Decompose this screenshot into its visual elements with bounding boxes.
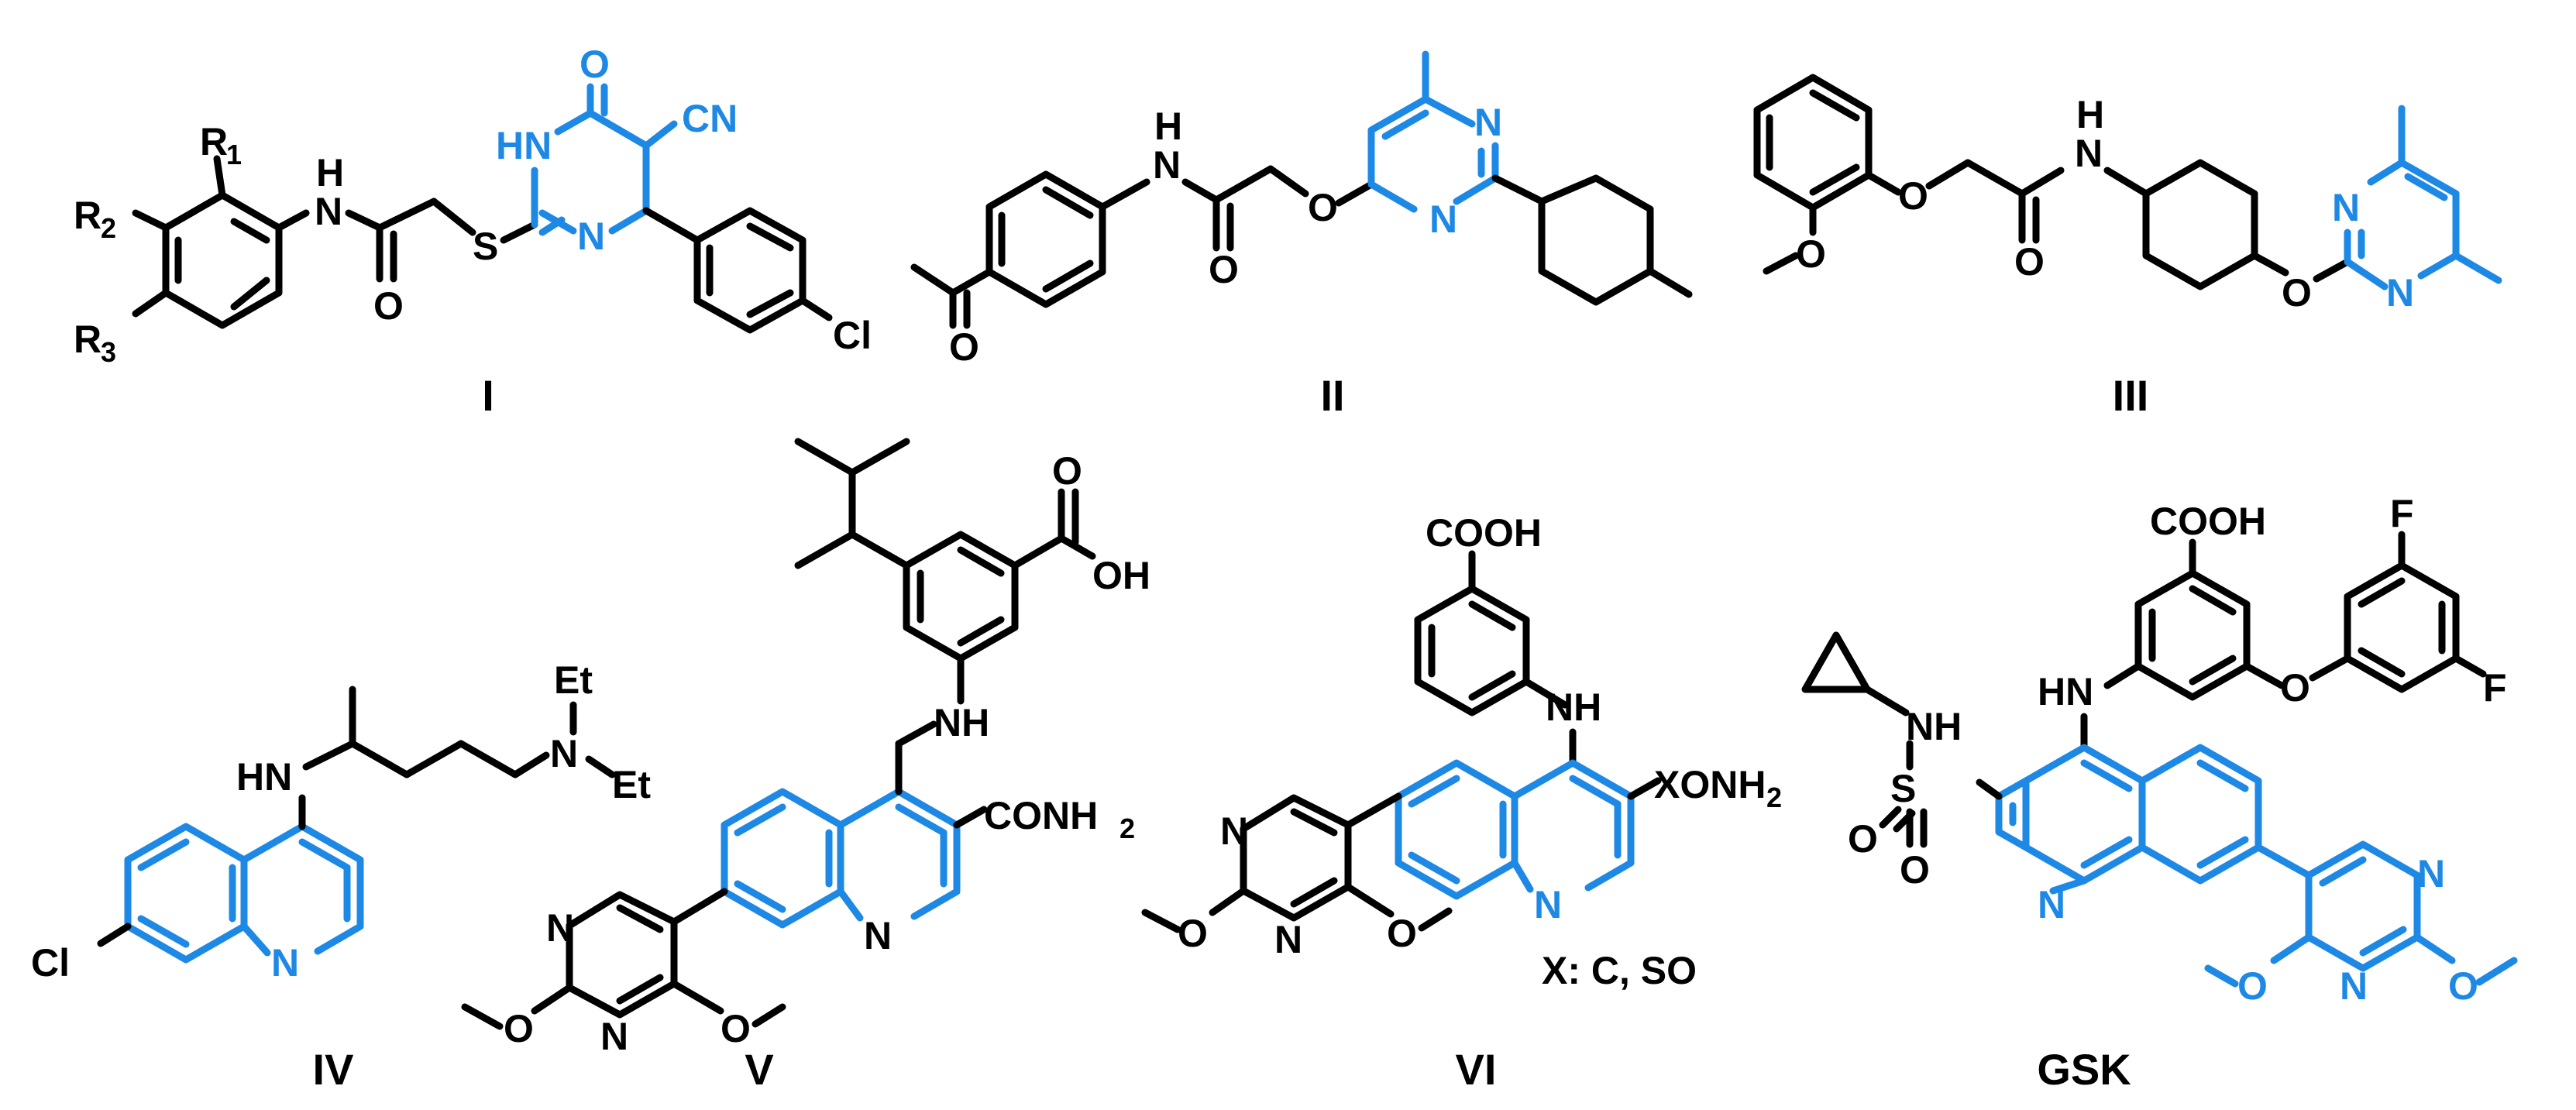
caption-IV: IV: [313, 1045, 354, 1094]
label-f-top: F: [2390, 492, 2414, 535]
label-cooh: COOH: [2150, 500, 2266, 543]
label-o-ome1: O: [1387, 912, 1417, 955]
caption-III: III: [2113, 371, 2149, 420]
label-o-ome2: O: [504, 1007, 534, 1050]
label-f-right: F: [2483, 666, 2507, 710]
label-nh: NH: [1546, 686, 1601, 729]
label-r2: R: [74, 194, 101, 237]
caption-V: V: [745, 1045, 773, 1094]
label-oh: OH: [1092, 554, 1150, 597]
label-o-top: O: [580, 43, 610, 86]
label-r3: R: [74, 318, 101, 361]
compound-GSK: COOH O F F HN N S: [1801, 492, 2518, 1094]
label-cooh: COOH: [1426, 511, 1542, 555]
label-o-ome2: O: [1178, 912, 1208, 955]
label-n-pyr1: N: [1220, 809, 1248, 853]
label-nh-sulf: NH: [1906, 705, 1962, 748]
label-n-pyr2: N: [1274, 918, 1302, 961]
label-o-s2: O: [1900, 848, 1930, 892]
compound-IV: N Cl HN N Et Et IV: [31, 658, 651, 1094]
label-o: O: [373, 284, 404, 328]
label-et-bot: Et: [612, 763, 651, 806]
label-cn: CN: [682, 97, 738, 140]
label-s: S: [1890, 767, 1916, 810]
label-cl: Cl: [31, 941, 70, 985]
label-n-ring: N: [577, 215, 605, 258]
label-h: H: [1154, 105, 1182, 148]
label-n: N: [315, 190, 342, 233]
svg-text:2: 2: [101, 212, 116, 244]
compound-V: N CONH 2 NH O OH N N O: [461, 438, 1150, 1094]
label-o-ome1: O: [721, 1007, 751, 1050]
label-hn: HN: [2038, 670, 2093, 713]
svg-text:2: 2: [1766, 782, 1782, 813]
label-n: N: [2075, 132, 2103, 175]
label-n-bot: N: [2386, 271, 2414, 314]
svg-text:2: 2: [1119, 813, 1135, 844]
svg-text:1: 1: [226, 139, 242, 170]
caption-II: II: [1320, 371, 1344, 420]
compound-I: R 1 R 2 R 3 H N O S HN O CN N: [74, 43, 872, 420]
compound-III: O O O H N O N N III: [1753, 74, 2502, 420]
caption-VI: VI: [1456, 1045, 1497, 1094]
label-n-ring: N: [1534, 883, 1562, 926]
caption-I: I: [482, 371, 494, 420]
label-o-acid: O: [1052, 449, 1082, 493]
label-conh2: CONH: [984, 794, 1098, 837]
label-o-carbonyl: O: [2014, 240, 2045, 284]
svg-text:3: 3: [101, 336, 116, 368]
label-o-ether: O: [2280, 666, 2310, 710]
label-n-amine: N: [550, 732, 578, 775]
label-n-ring: N: [864, 914, 892, 957]
label-s: S: [473, 225, 498, 268]
label-x-note: X: C, SO: [1542, 949, 1697, 992]
label-o2: O: [1209, 248, 1239, 291]
label-r1: R: [200, 120, 228, 163]
label-n-top: N: [2332, 186, 2360, 229]
label-o-meo: O: [1796, 232, 1826, 276]
label-cl: Cl: [833, 314, 872, 357]
label-hn: HN: [236, 755, 292, 799]
label-n-pyr2: N: [2340, 964, 2368, 1008]
compound-VI: COOH NH N XONH 2 N N O O X: C, SO: [1141, 511, 1782, 1094]
label-n: N: [1153, 143, 1181, 187]
label-n-bot: N: [1429, 198, 1457, 241]
compound-II: O H N O O N N II: [910, 50, 1693, 420]
label-h: H: [316, 151, 344, 194]
label-o-ome1: O: [2237, 964, 2268, 1008]
label-xonh2: XONH: [1654, 763, 1766, 806]
label-n-pyr2: N: [600, 1015, 628, 1058]
label-hn: HN: [496, 124, 552, 167]
label-h: H: [2076, 93, 2104, 136]
label-o-s1: O: [1848, 817, 1878, 861]
label-o3: O: [1308, 186, 1338, 229]
label-et-top: Et: [554, 658, 593, 702]
label-nh: NH: [934, 701, 989, 744]
label-o-ome2: O: [2448, 964, 2478, 1008]
caption-GSK: GSK: [2037, 1045, 2131, 1094]
label-o: O: [949, 325, 979, 369]
label-n-top: N: [1474, 101, 1502, 144]
label-n-ring: N: [271, 941, 299, 985]
label-o-ether: O: [1898, 174, 1928, 218]
label-n-pyr1: N: [2417, 852, 2445, 895]
label-n-pyr1: N: [546, 906, 574, 950]
label-o-link: O: [2282, 271, 2312, 314]
